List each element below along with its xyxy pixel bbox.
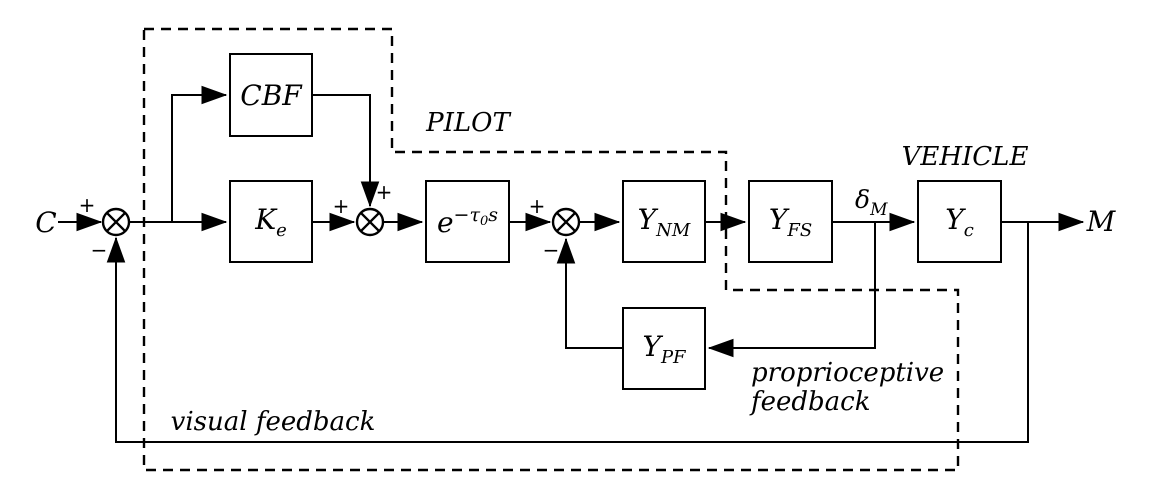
block-time-delay: e−τ0s <box>425 180 510 263</box>
summing-junction-3 <box>551 207 581 237</box>
output-signal-label: M <box>1086 205 1116 238</box>
block-yfs: YFS <box>748 180 833 263</box>
wire-proprioceptive-feedback <box>707 222 876 358</box>
wire-branch-to-cbf <box>171 85 228 222</box>
proprioceptive-feedback-label: proprioceptive feedback <box>751 359 944 417</box>
block-yc-label: Yc <box>945 202 974 241</box>
block-yc: Yc <box>917 180 1002 263</box>
block-time-delay-label: e−τ0s <box>436 204 499 239</box>
visual-feedback-label: visual feedback <box>170 407 376 437</box>
wire-visual-feedback <box>106 222 1029 443</box>
j3-plus-sign: + <box>528 194 546 218</box>
summing-junction-1 <box>101 207 131 237</box>
proprioceptive-feedback-line1: proprioceptive <box>751 358 945 388</box>
block-cbf-label: CBF <box>240 78 302 112</box>
delta-m-signal-label: δM <box>855 185 888 220</box>
vehicle-region-label: VEHICLE <box>901 142 1029 172</box>
block-ypf-label: YPF <box>642 329 686 368</box>
j3-minus-sign: − <box>542 238 560 262</box>
block-ke: Ke <box>229 180 313 263</box>
j1-minus-sign: − <box>90 238 108 262</box>
block-ynm: YNM <box>622 180 706 263</box>
wire-cbf-to-j2 <box>313 94 380 208</box>
pilot-dashed-boundary <box>142 27 960 472</box>
pilot-region-label: PILOT <box>426 108 510 138</box>
input-signal-label: C <box>35 206 57 239</box>
block-yfs-label: YFS <box>768 202 813 241</box>
j2-top-plus-sign: + <box>375 180 393 204</box>
j2-left-plus-sign: + <box>332 194 350 218</box>
proprioceptive-feedback-line2: feedback <box>751 387 871 417</box>
wire-ypf-to-j3 <box>556 237 622 349</box>
block-ypf: YPF <box>622 307 706 390</box>
j1-plus-sign: + <box>78 193 96 217</box>
block-cbf: CBF <box>229 53 313 137</box>
block-ke-label: Ke <box>255 202 287 241</box>
block-ynm-label: YNM <box>637 202 691 241</box>
summing-junction-2 <box>355 207 385 237</box>
